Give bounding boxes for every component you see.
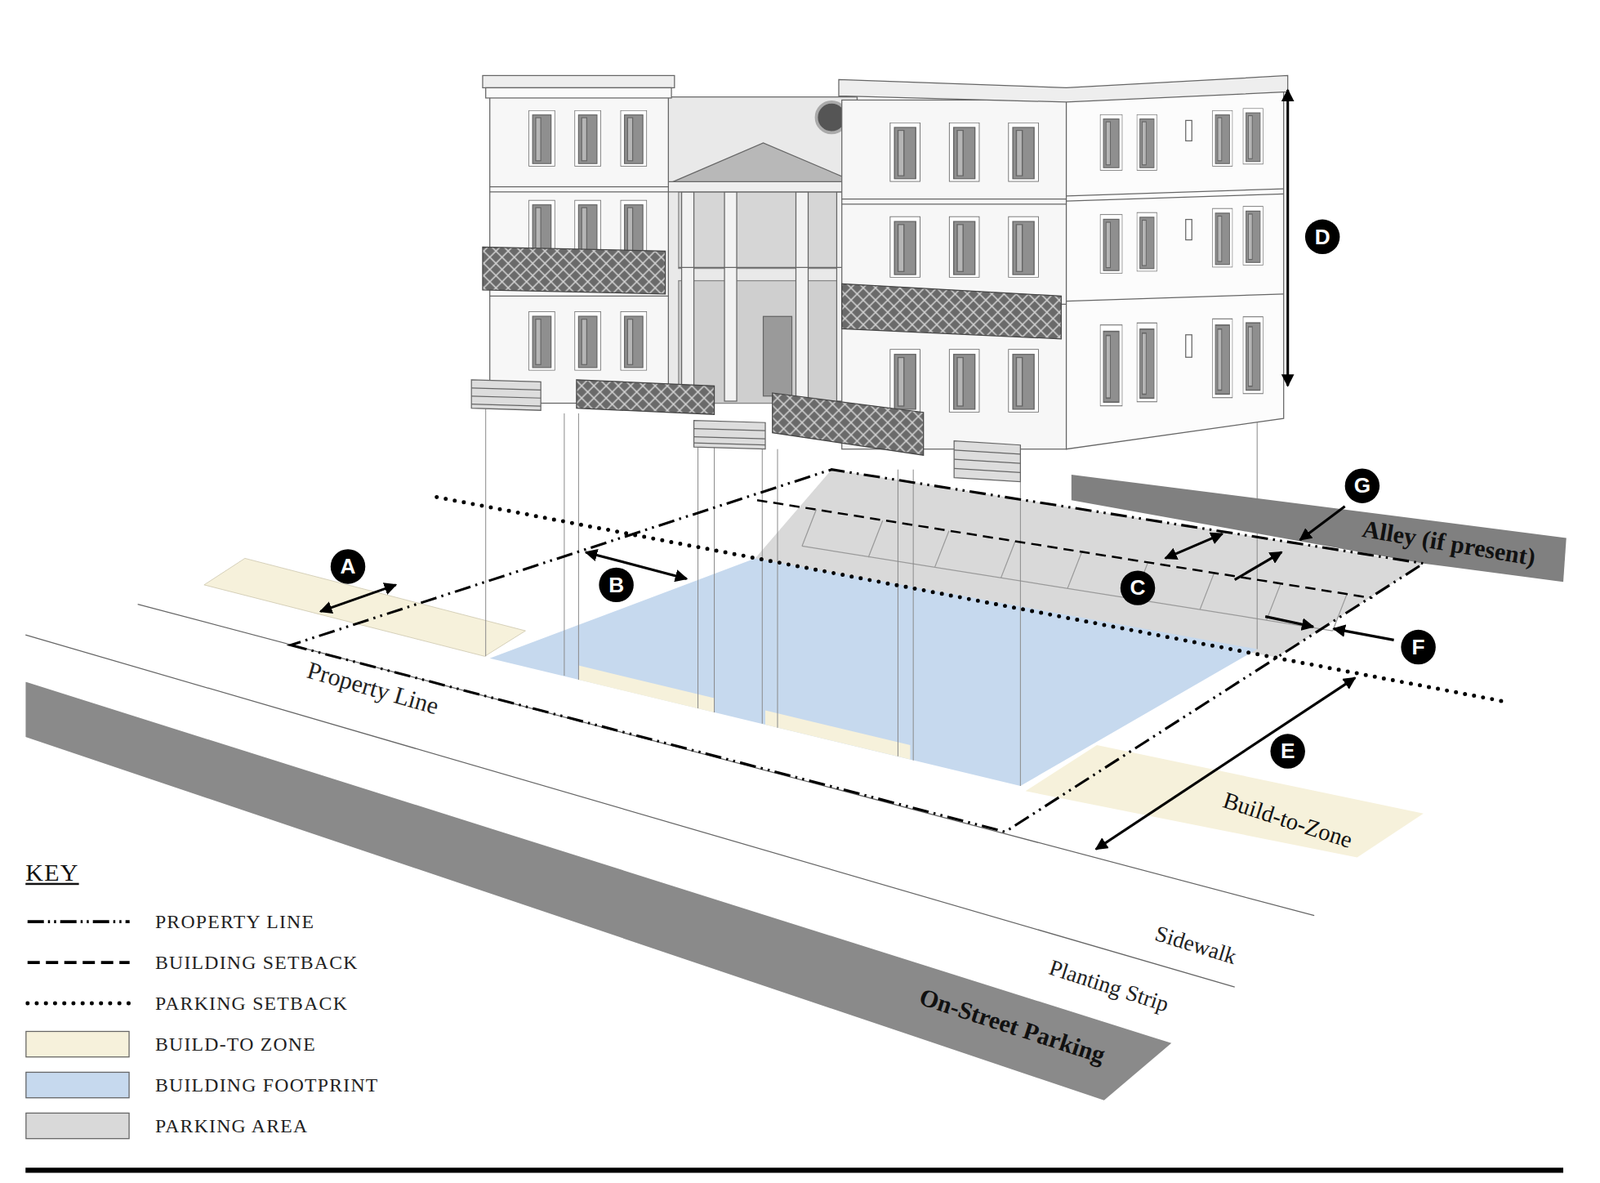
- band-fill: [1071, 474, 1567, 582]
- legend-row: PARKING AREA: [25, 1112, 536, 1139]
- legend-line-sample: [25, 989, 132, 1017]
- callout-circle: A: [330, 548, 366, 584]
- callout-circle: F: [1400, 629, 1436, 665]
- legend-heading: KEY: [25, 859, 79, 887]
- legend-line: [27, 919, 130, 923]
- projection-lines: [485, 405, 1258, 786]
- legend-swatch: [25, 1071, 130, 1098]
- legend-line: [27, 960, 130, 964]
- callout-circle: G: [1345, 467, 1380, 503]
- callout-letter: B: [598, 567, 633, 602]
- legend-row: BUILDING SETBACK: [25, 949, 536, 976]
- parking-setback: [436, 496, 1509, 702]
- street-label: Property Line: [303, 656, 442, 722]
- legend-text: PROPERTY LINE: [155, 909, 315, 932]
- building-footprint: [490, 557, 1258, 786]
- legend-text: BUILD-TO ZONE: [155, 1032, 317, 1055]
- build-to-zone-strip: [765, 710, 910, 760]
- legend-line: [27, 1001, 130, 1006]
- building-setback: [757, 499, 1373, 598]
- legend-swatch: [25, 1030, 130, 1057]
- band-fill: [25, 681, 1172, 1101]
- callout-letter: E: [1270, 733, 1305, 768]
- legend-row: BUILDING FOOTPRINT: [25, 1071, 536, 1098]
- callout-circle: E: [1270, 733, 1305, 768]
- legend-row: BUILD-TO ZONE: [25, 1030, 536, 1057]
- building: [471, 75, 1288, 482]
- legend-text: PARKING AREA: [155, 1114, 309, 1137]
- legend-line-sample: [25, 949, 132, 976]
- legend-text: PARKING SETBACK: [155, 991, 348, 1014]
- legend-line-sample: [25, 908, 132, 935]
- legend-text: BUILDING SETBACK: [155, 950, 359, 973]
- callout-letter: G: [1345, 467, 1380, 503]
- callout-letter: C: [1120, 570, 1155, 605]
- band-fill: [1025, 744, 1424, 857]
- legend-row: PROPERTY LINE: [25, 908, 536, 935]
- property-line: [290, 469, 1424, 833]
- street-label: Sidewalk: [1152, 919, 1240, 969]
- callout-circle: C: [1120, 570, 1155, 605]
- callout-circle: B: [598, 567, 633, 602]
- callout-circle: D: [1305, 219, 1340, 255]
- callout-letter: A: [330, 548, 366, 584]
- legend-text: BUILDING FOOTPRINT: [155, 1073, 379, 1096]
- build-to-zone-left: [204, 557, 526, 656]
- legend-row: PARKING SETBACK: [25, 989, 536, 1017]
- callout-letter: F: [1400, 629, 1436, 665]
- build-to-zone-strip: [578, 665, 714, 713]
- callout-letter: D: [1305, 219, 1340, 255]
- build-to-zone-band: Build-to-Zone: [1025, 743, 1427, 860]
- legend-swatch: [25, 1112, 130, 1139]
- dimension-arrows: [320, 89, 1394, 850]
- bottom-rule: [25, 1167, 1564, 1173]
- street-label: Planting Strip: [1046, 953, 1173, 1017]
